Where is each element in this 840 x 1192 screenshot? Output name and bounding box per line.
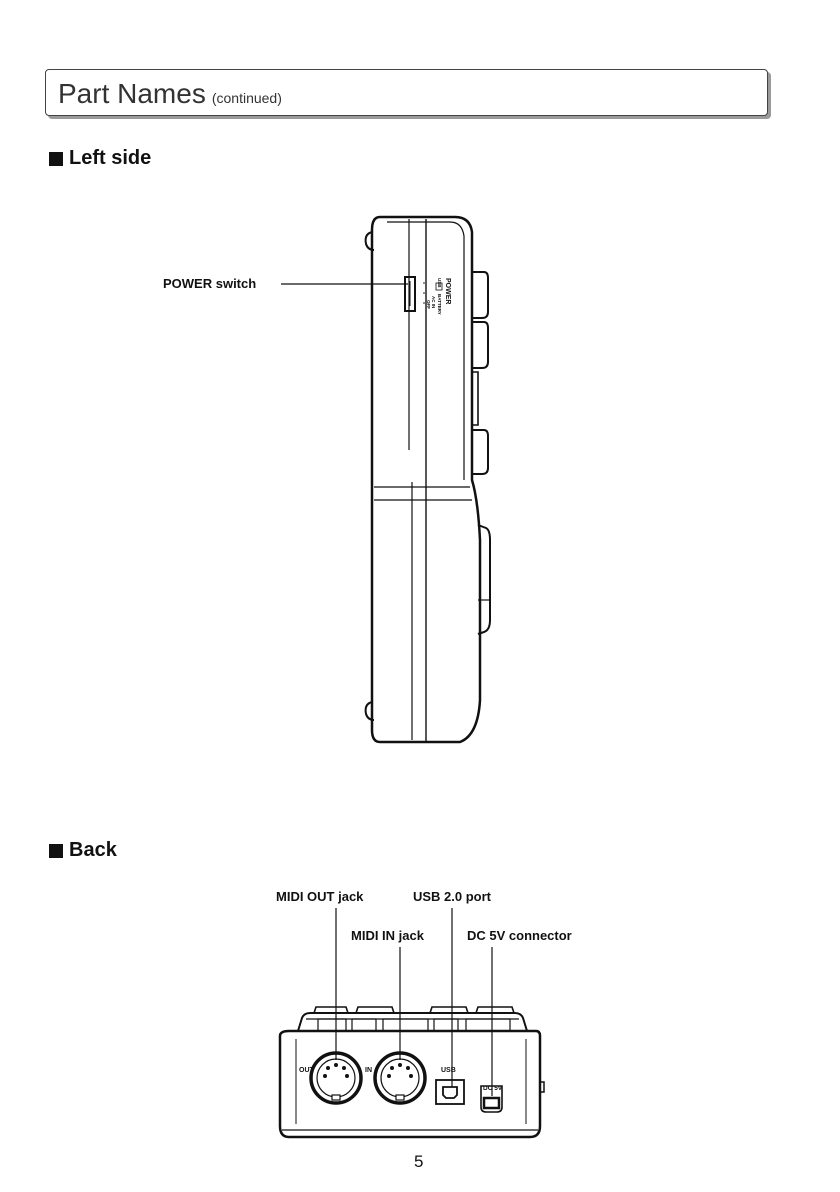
- print-usb-back: USB: [441, 1067, 456, 1074]
- power-switch-print: POWER USB BATTERY AC IN OFF: [426, 278, 451, 315]
- back-view-illustration: [280, 1007, 544, 1137]
- print-dc: DC 5V: [483, 1085, 503, 1092]
- print-out: OUT: [299, 1067, 315, 1074]
- back-panel-print: OUT IN USB DC 5V: [299, 1067, 503, 1092]
- page-number: 5: [414, 1152, 423, 1172]
- left-side-view-illustration: [366, 217, 490, 742]
- print-battery: BATTERY: [437, 294, 442, 315]
- print-in: IN: [365, 1067, 372, 1074]
- print-power: POWER: [444, 278, 451, 304]
- print-off: OFF: [426, 300, 431, 309]
